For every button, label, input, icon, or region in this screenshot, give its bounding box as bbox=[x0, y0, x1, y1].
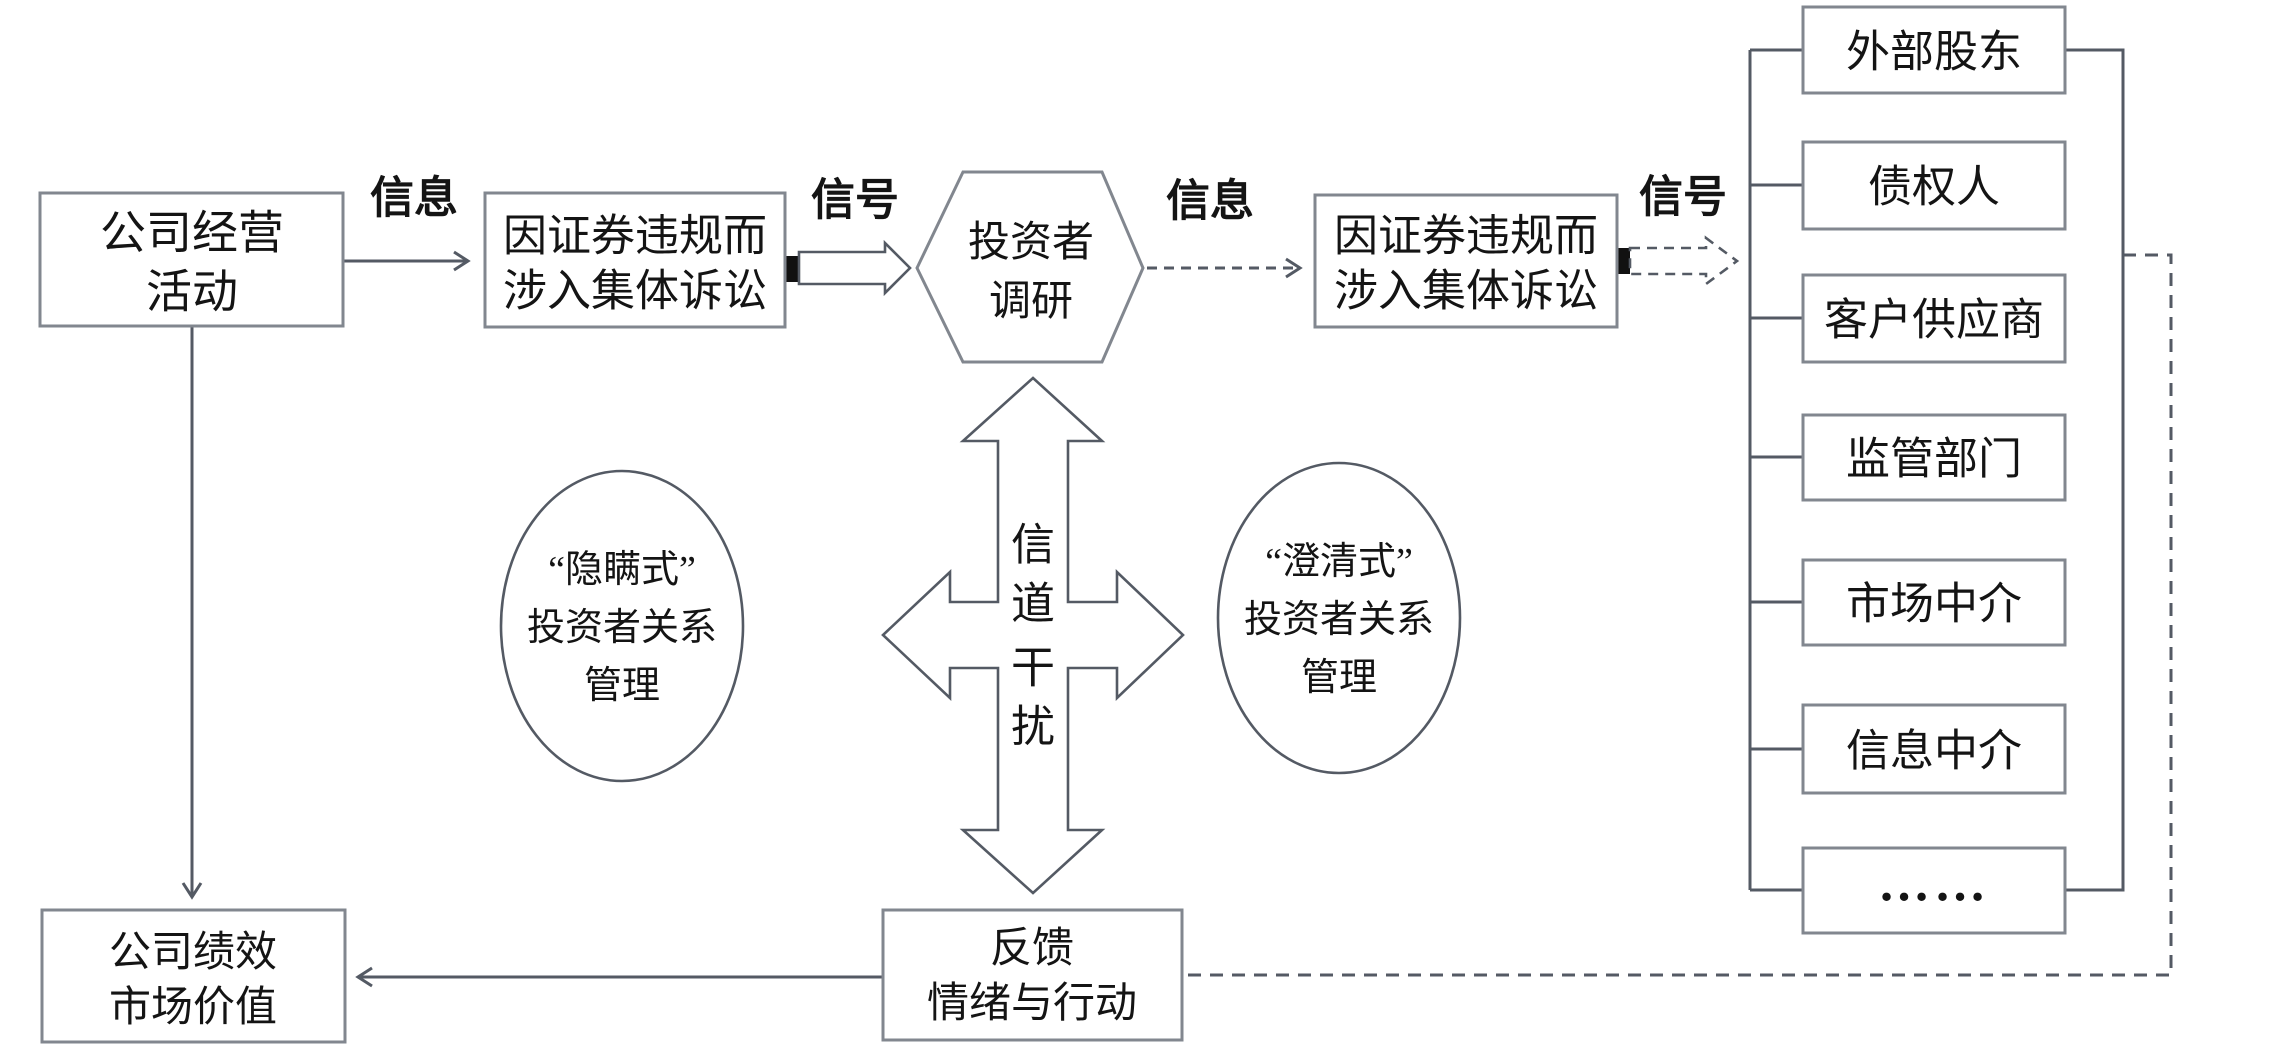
label-info-left: 信息 bbox=[370, 174, 458, 223]
channel-interference-char1: 信 bbox=[1011, 521, 1055, 570]
stakeholder-customers-suppliers-label: 客户供应商 bbox=[1824, 296, 2044, 345]
box-stakeholder-creditors bbox=[1801, 140, 2067, 231]
investor-research-line1: 投资者 bbox=[968, 220, 1094, 266]
channel-interference-char2: 道 bbox=[1011, 580, 1055, 629]
box-operating-activities bbox=[38, 191, 345, 328]
channel-interference-char4: 扰 bbox=[1011, 703, 1055, 752]
stakeholder-others-label: …… bbox=[1878, 856, 1990, 913]
concealment-irm-line3: 管理 bbox=[584, 665, 660, 707]
box-lawsuit-left bbox=[483, 191, 787, 329]
clarification-irm-line3: 管理 bbox=[1301, 657, 1377, 699]
box-stakeholder-regulators bbox=[1801, 413, 2067, 502]
clarification-irm-line1: “澄清式” bbox=[1265, 541, 1413, 583]
box-stakeholder-customers-suppliers bbox=[1801, 273, 2067, 364]
lawsuit-left-line2: 涉入集体诉讼 bbox=[503, 267, 767, 316]
lawsuit-left-line1: 因证券违规而 bbox=[503, 212, 767, 261]
company-performance-line2: 市场价值 bbox=[109, 984, 277, 1031]
operating-activities-line2: 活动 bbox=[146, 267, 238, 318]
box-feedback bbox=[881, 908, 1184, 1042]
stakeholder-creditors-label: 债权人 bbox=[1868, 163, 2000, 212]
signal-left-tail-block bbox=[785, 256, 799, 282]
box-stakeholder-external-shareholders bbox=[1801, 5, 2067, 95]
stakeholder-information-intermediaries-label: 信息中介 bbox=[1846, 727, 2022, 776]
circle-concealment-irm bbox=[499, 469, 745, 783]
label-signal-left: 信号 bbox=[811, 176, 899, 225]
clarification-irm-line2: 投资者关系 bbox=[1244, 599, 1434, 641]
lawsuit-right-line1: 因证券违规而 bbox=[1334, 212, 1598, 261]
box-stakeholder-others bbox=[1801, 846, 2067, 935]
circle-clarification-irm bbox=[1216, 461, 1462, 775]
feedback-line1: 反馈 bbox=[990, 926, 1074, 972]
box-stakeholder-market-intermediaries bbox=[1801, 558, 2067, 647]
block-arrow-signal-right-dashed bbox=[1628, 235, 1740, 287]
box-company-performance bbox=[40, 908, 347, 1044]
block-arrow-signal-left bbox=[797, 239, 912, 297]
four-way-arrow-channel-interference bbox=[881, 376, 1185, 895]
stakeholder-market-intermediaries-label: 市场中介 bbox=[1846, 580, 2022, 629]
label-signal-right: 信号 bbox=[1639, 173, 1727, 222]
box-lawsuit-right bbox=[1313, 193, 1619, 329]
hexagon-investor-research bbox=[915, 170, 1145, 364]
label-info-right: 信息 bbox=[1166, 177, 1254, 226]
stakeholder-right-rail bbox=[2065, 48, 2125, 892]
lawsuit-right-line2: 涉入集体诉讼 bbox=[1334, 267, 1598, 316]
concealment-irm-line1: “隐瞒式” bbox=[548, 549, 696, 591]
company-performance-line1: 公司绩效 bbox=[109, 930, 277, 976]
signal-right-tail-block bbox=[1617, 248, 1631, 274]
box-stakeholder-information-intermediaries bbox=[1801, 703, 2067, 795]
dashed-feedback-return-path bbox=[1184, 253, 2173, 977]
concealment-irm-line2: 投资者关系 bbox=[527, 607, 717, 649]
channel-interference-char3: 干 bbox=[1011, 644, 1055, 693]
stakeholder-trunk-lines bbox=[1748, 48, 1803, 892]
feedback-line2: 情绪与行动 bbox=[927, 981, 1137, 1027]
stakeholder-regulators-label: 监管部门 bbox=[1846, 435, 2022, 484]
stakeholder-external-shareholders-label: 外部股东 bbox=[1846, 28, 2022, 77]
investor-research-line2: 调研 bbox=[989, 279, 1073, 325]
operating-activities-line1: 公司经营 bbox=[100, 208, 284, 259]
